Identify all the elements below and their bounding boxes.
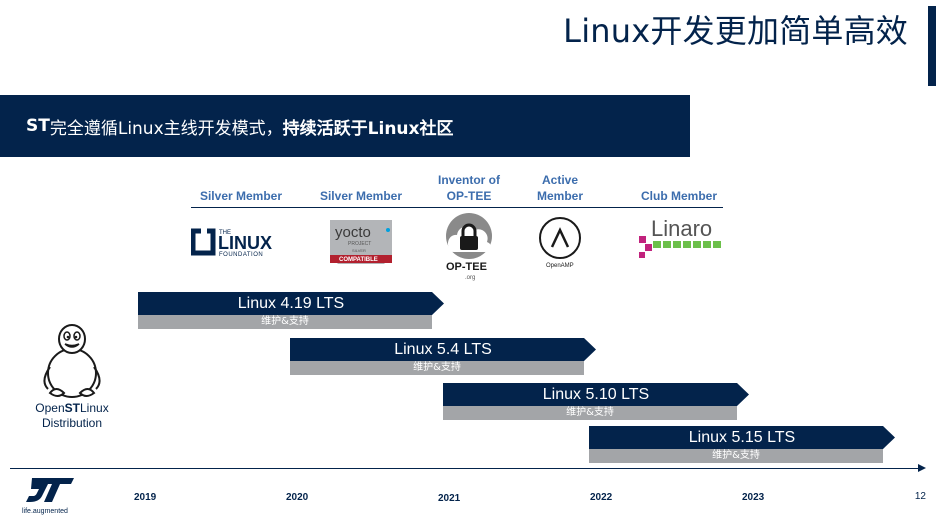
st-logo (24, 476, 76, 506)
title-accent-bar (928, 6, 936, 86)
yocto-compatible-text: COMPATIBLE (339, 257, 378, 263)
banner: ST 完全遵循Linux主线开发模式， 持续活跃于Linux社区 (0, 95, 690, 157)
distribution-suffix: Linux (80, 401, 109, 415)
lts-support-label: 维护&支持 (290, 361, 584, 375)
timeline-year: 2020 (286, 492, 309, 503)
banner-highlight: 持续活跃于Linux社区 (282, 118, 454, 139)
membership-divider (191, 207, 723, 208)
op-tee-text: OP-TEE (446, 261, 487, 273)
linaro-word: Linaro (651, 216, 712, 241)
lts-release-label: Linux 4.19 LTS (138, 292, 444, 315)
banner-text: 完全遵循Linux主线开发模式， (49, 118, 283, 139)
distribution-prefix: Open (35, 401, 65, 415)
yocto-project-logo: yocto PROJECT SILVER COMPATIBLE (326, 218, 396, 270)
membership-label-yocto: Silver Member (319, 189, 403, 203)
openamp-text: OpenAMP (546, 263, 574, 269)
membership-label-linux-foundation: Silver Member (199, 189, 283, 203)
lts-support-label: 维护&支持 (138, 315, 432, 329)
linaro-logo: Linaro (637, 214, 723, 260)
lts-release-5-10: Linux 5.10 LTS 维护&支持 (443, 383, 749, 421)
page-number: 12 (914, 491, 926, 502)
tux-penguin-icon (38, 323, 106, 401)
banner-brand: ST (26, 116, 50, 136)
membership-label-linaro: Club Member (640, 189, 717, 203)
lf-linux-text: LINUX (218, 233, 272, 253)
timeline-axis (10, 468, 924, 469)
distribution-line2: Distribution (41, 416, 103, 430)
lf-the-text: THE (219, 230, 231, 236)
lts-release-5-4: Linux 5.4 LTS 维护&支持 (290, 338, 596, 376)
timeline-year: 2019 (134, 492, 157, 503)
distribution-label: OpenSTLinux Distribution (30, 401, 114, 431)
page-title: Linux开发更加简单高效 (563, 12, 908, 50)
yocto-word: yocto (335, 224, 371, 241)
timeline-arrowhead (918, 464, 926, 472)
timeline-year: 2023 (742, 492, 765, 503)
op-tee-logo: OP-TEE .org (440, 212, 498, 282)
lts-release-4-19: Linux 4.19 LTS 维护&支持 (138, 292, 444, 330)
lts-release-label: Linux 5.15 LTS (589, 426, 895, 449)
lts-release-label: Linux 5.10 LTS (443, 383, 749, 406)
st-tagline: life.augmented (22, 508, 68, 515)
title-bar: Linux开发更加简单高效 (563, 0, 908, 58)
lts-release-label: Linux 5.4 LTS (290, 338, 596, 361)
lts-support-label: 维护&支持 (443, 406, 737, 420)
yocto-silver-text: SILVER (352, 248, 366, 253)
membership-label-openamp: Active Member (536, 173, 583, 203)
lf-foundation-text: FOUNDATION (219, 252, 263, 258)
lts-release-5-15: Linux 5.15 LTS 维护&支持 (589, 426, 895, 464)
lts-support-label: 维护&支持 (589, 449, 883, 463)
timeline-year: 2021 (438, 493, 461, 504)
yocto-project-text: PROJECT (348, 241, 371, 247)
distribution-brand: ST (64, 401, 80, 415)
op-tee-org-text: .org (465, 275, 475, 281)
linux-foundation-logo: THE LINUX FOUNDATION (190, 225, 287, 259)
membership-label-op-tee: Inventor of OP-TEE (438, 173, 500, 203)
timeline-year: 2022 (590, 492, 613, 503)
openamp-logo: OpenAMP (537, 214, 583, 270)
